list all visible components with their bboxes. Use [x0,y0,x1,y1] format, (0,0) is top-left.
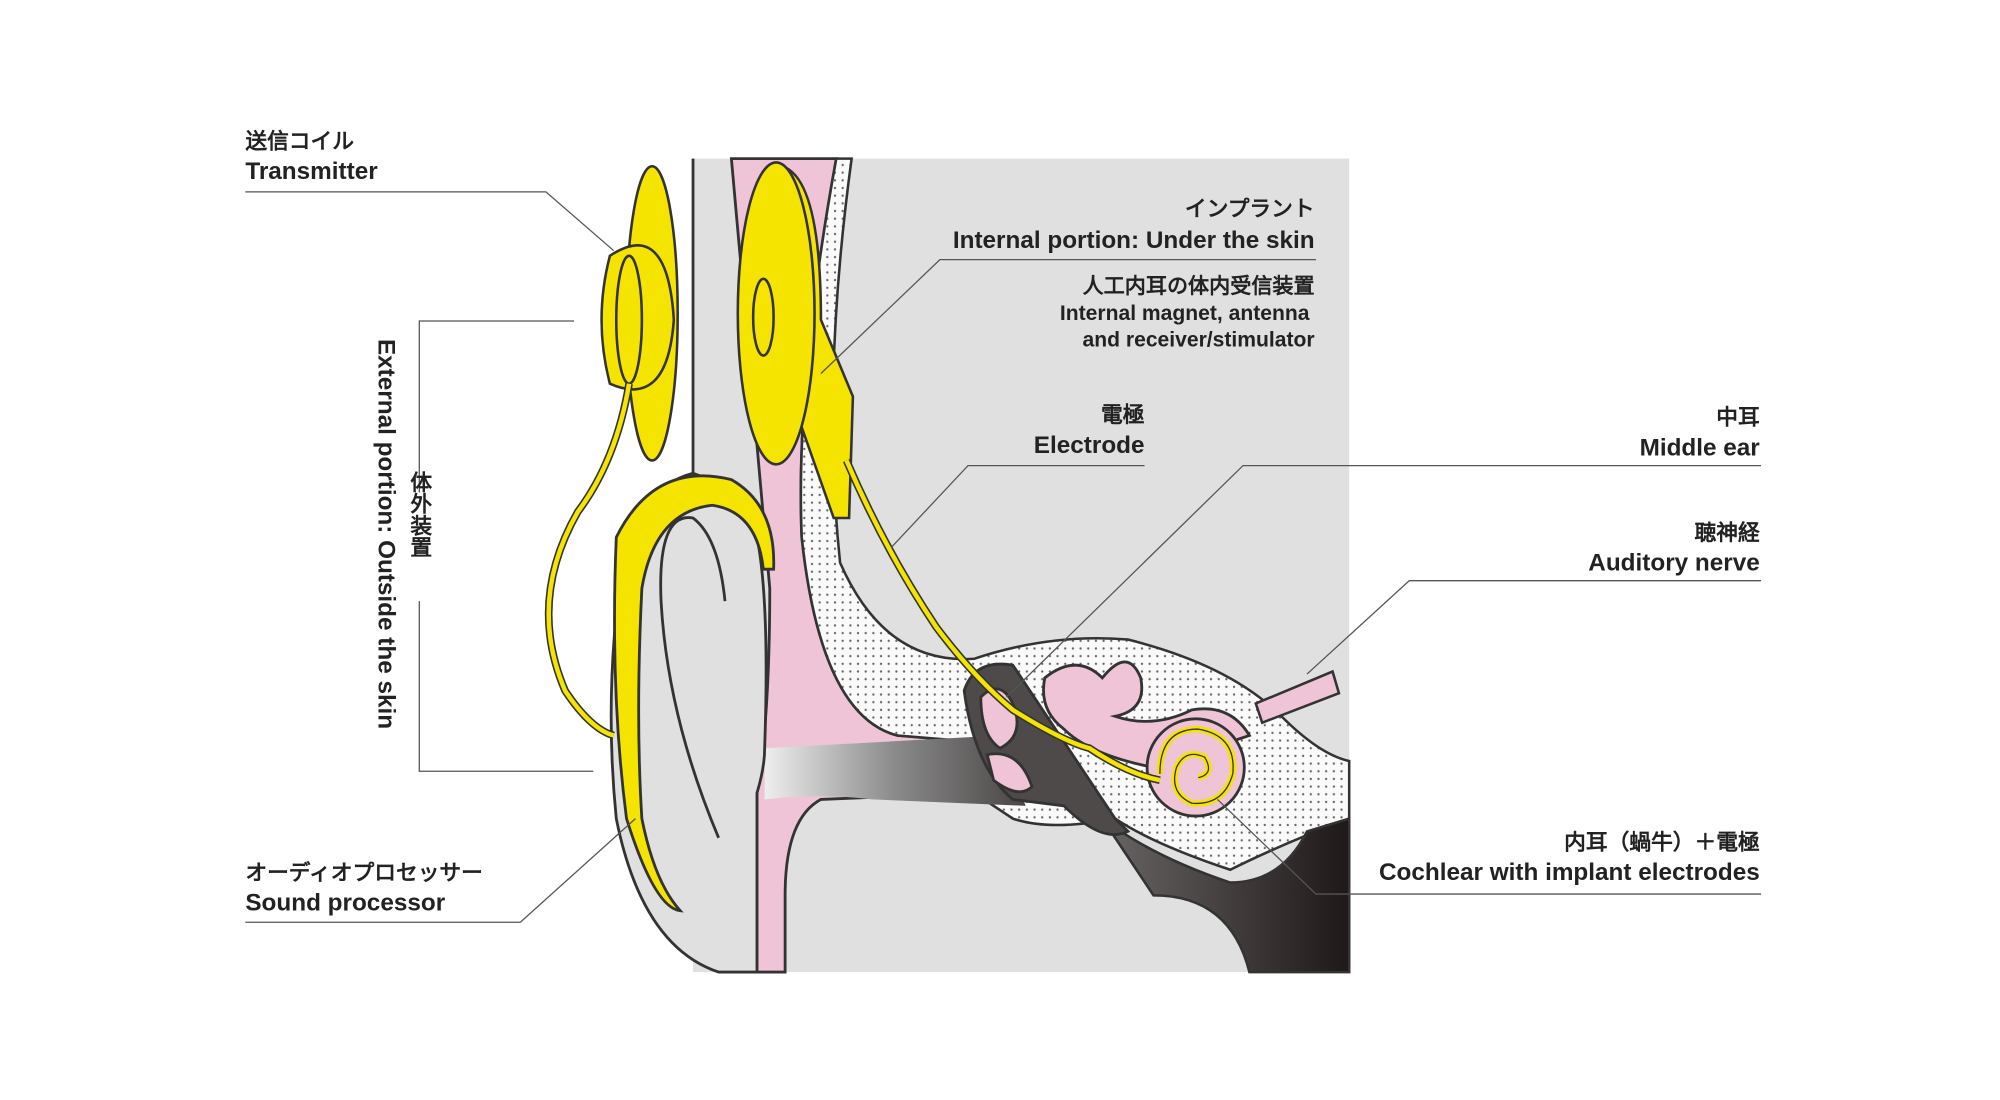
leader-lines [245,191,1762,923]
sound-processor-label: Sound processor [245,890,445,917]
sound-processor-label-jp: オーディオプロセッサー [245,860,483,886]
implant-label-jp: インプラント [1185,197,1315,222]
receiver-label-jp: 人工内耳の体内受信装置 [1083,273,1315,298]
internal-receiver [736,161,855,520]
cochlear-label: Cochlear with implant electrodes [1379,859,1760,886]
transmitter-coil [600,165,679,462]
auditory-nerve-label-jp: 聴神経 [1695,520,1760,546]
auditory-nerve-label: Auditory nerve [1588,549,1759,576]
external-portion-label: External portion: Outside the skin [372,339,399,729]
middle-ear-label-jp: 中耳 [1716,406,1760,431]
electrode-label-jp: 電極 [1101,402,1145,428]
transmitter-label-jp: 送信コイル [245,128,354,154]
electrode-label: Electrode [1034,432,1145,459]
implant-label: Internal portion: Under the skin [953,227,1315,254]
external-portion-label-jp: 体外装置 [407,471,432,558]
receiver-label-line1: Internal magnet, antenna [1060,302,1310,325]
sound-processor [613,474,776,913]
middle-ear-label: Middle ear [1640,434,1761,461]
cochlea [1145,717,1246,818]
receiver-label-line2: and receiver/stimulator [1083,329,1315,352]
ear-fold [659,516,727,839]
cochlear-label-jp: 内耳（蝸牛）＋電極 [1564,829,1760,855]
ossicles [979,687,1034,794]
ear-canal [764,735,1026,806]
dark-tissue [1101,816,1351,974]
auditory-nerve [1254,669,1341,725]
transmitter-label: Transmitter [245,158,378,185]
